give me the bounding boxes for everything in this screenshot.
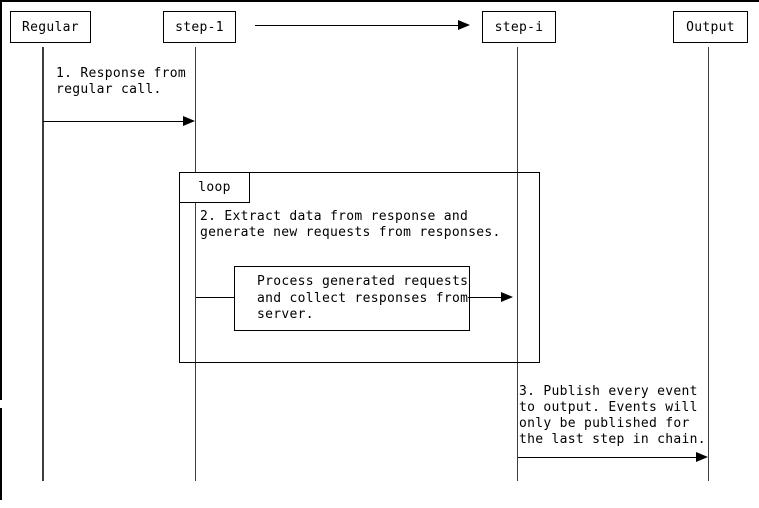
actor-label-output: Output bbox=[686, 19, 735, 35]
process-box-out-arrow bbox=[468, 291, 513, 302]
message-2-line: generate new requests from responses. bbox=[200, 225, 501, 240]
actor-box-step-1: step-1 bbox=[163, 11, 236, 43]
message-1-line: regular call. bbox=[56, 82, 162, 97]
message-1-line: 1. Response from bbox=[56, 66, 187, 81]
actor-label-step-i: step-i bbox=[494, 19, 544, 35]
process-box-line: server. bbox=[257, 307, 314, 322]
process-request-box: Process generated requests and collect r… bbox=[234, 266, 470, 331]
actor-box-regular: Regular bbox=[10, 11, 91, 43]
message-1-text: 1. Response from regular call. bbox=[56, 66, 186, 98]
message-1-arrow bbox=[43, 115, 195, 126]
left-border-line bbox=[0, 0, 2, 500]
message-2-line: 2. Extract data from response and bbox=[200, 209, 469, 224]
top-border-line bbox=[0, 0, 759, 2]
message-3-line: 3. Publish every event bbox=[519, 384, 698, 399]
message-3-arrow bbox=[518, 452, 708, 463]
loop-label: loop bbox=[198, 180, 231, 195]
lifeline-step-i bbox=[516, 47, 518, 481]
actor-box-step-i: step-i bbox=[482, 11, 556, 43]
message-3-text: 3. Publish every event to output. Events… bbox=[519, 384, 706, 448]
process-box-line: Process generated requests bbox=[257, 274, 469, 289]
process-box-in-line bbox=[196, 297, 234, 298]
lifeline-regular bbox=[42, 47, 44, 481]
actor-label-step-1: step-1 bbox=[175, 19, 224, 35]
message-3-line: to output. Events will bbox=[519, 400, 698, 415]
message-3-line: only be published for bbox=[519, 416, 690, 431]
actor-box-output: Output bbox=[673, 11, 748, 43]
message-2-text: 2. Extract data from response and genera… bbox=[200, 209, 501, 241]
message-3-line: the last step in chain. bbox=[519, 432, 706, 447]
loop-fragment-box bbox=[179, 172, 540, 363]
process-box-line: and collect responses from bbox=[257, 290, 469, 306]
left-border-notch bbox=[0, 400, 2, 408]
loop-label-tab: loop bbox=[179, 172, 250, 203]
chain-arrow bbox=[255, 20, 470, 31]
lifeline-output bbox=[707, 47, 709, 481]
lifeline-step-1 bbox=[194, 47, 196, 481]
actor-label-regular: Regular bbox=[22, 19, 79, 35]
